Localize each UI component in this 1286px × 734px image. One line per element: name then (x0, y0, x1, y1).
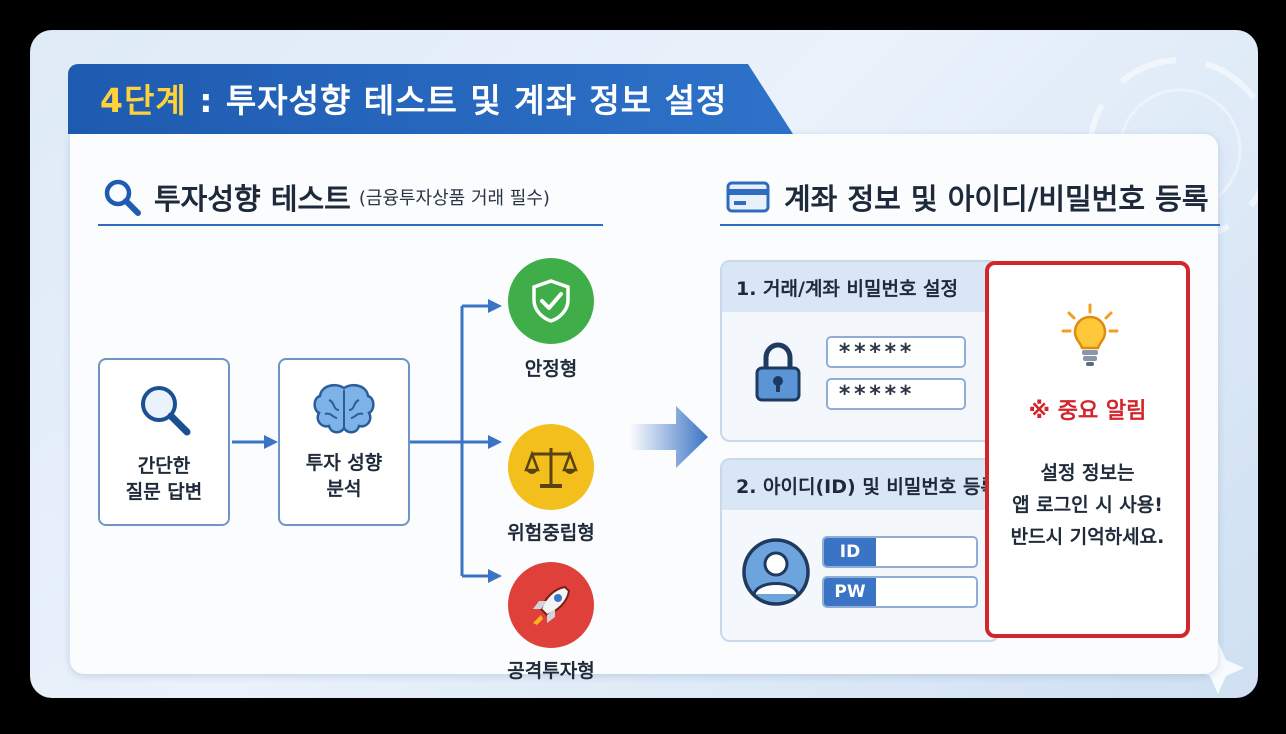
card-icon (726, 181, 770, 213)
section-title: 계좌 정보 및 아이디/비밀번호 등록 (784, 182, 1209, 216)
notice-title: ※ 중요 알림 (1028, 399, 1147, 424)
step-number: 4단계 (100, 81, 187, 120)
account-setup-heading: 계좌 정보 및 아이디/비밀번호 등록 (726, 176, 1209, 218)
user-avatar-icon (740, 536, 812, 608)
section-divider (720, 224, 1220, 226)
big-arrow-icon (630, 406, 708, 468)
title-label: : 투자성향 테스트 및 계좌 정보 설정 (199, 81, 728, 120)
important-notice: ※ 중요 알림 설정 정보는 앱 로그인 시 사용! 반드시 기억하세요. (985, 261, 1190, 638)
step-box-question: 간단한 질문 답변 (98, 358, 230, 526)
transaction-password-field[interactable]: ***** (826, 336, 966, 368)
type-label-aggressive: 공격투자형 (507, 660, 595, 682)
shield-check-icon (508, 258, 594, 344)
notice-line: 설정 정보는 (1040, 462, 1135, 484)
id-registration-card: 2. 아이디(ID) 및 비밀번호 등록 ID PW (720, 458, 1000, 642)
search-icon (102, 177, 142, 217)
pw-tag: PW (824, 578, 876, 606)
lightbulb-icon (1061, 303, 1119, 369)
card-title: 1. 거래/계좌 비밀번호 설정 (722, 262, 998, 312)
notice-line: 앱 로그인 시 사용! (1012, 494, 1163, 516)
pw-input[interactable]: PW (822, 576, 978, 608)
notice-line: 반드시 기억하세요. (1010, 526, 1165, 548)
content-panel: 투자성향 테스트 (금융투자상품 거래 필수) 간단한 질문 답변 투자 성향 … (70, 134, 1220, 682)
rocket-icon (508, 562, 594, 648)
step-label: 간단한 질문 답변 (125, 455, 203, 503)
page-title: 4단계 : 투자성향 테스트 및 계좌 정보 설정 (100, 74, 727, 122)
section-title: 투자성향 테스트 (154, 182, 351, 216)
type-label-neutral: 위험중립형 (507, 522, 595, 544)
title-banner (68, 64, 793, 134)
lock-icon (754, 342, 802, 404)
brain-icon (311, 382, 377, 438)
password-setup-card: 1. 거래/계좌 비밀번호 설정 ***** ***** (720, 260, 1000, 442)
card-title: 2. 아이디(ID) 및 비밀번호 등록 (722, 460, 998, 510)
section-subtitle: (금융투자상품 거래 필수) (358, 188, 550, 209)
type-label-stable: 안정형 (524, 358, 578, 380)
magnifier-icon (134, 379, 194, 439)
id-tag: ID (824, 538, 876, 566)
account-password-field[interactable]: ***** (826, 378, 966, 410)
scale-icon (508, 424, 594, 510)
id-input[interactable]: ID (822, 536, 978, 568)
flow-arrows (232, 299, 502, 583)
step-box-analysis: 투자 성향 분석 (278, 358, 410, 526)
slide-card: 4단계 : 투자성향 테스트 및 계좌 정보 설정 투자성향 테스트 (금융투자… (30, 30, 1258, 698)
section-divider (98, 224, 603, 226)
investment-test-heading: 투자성향 테스트 (금융투자상품 거래 필수) (102, 176, 550, 218)
step-label: 투자 성향 분석 (305, 452, 383, 500)
